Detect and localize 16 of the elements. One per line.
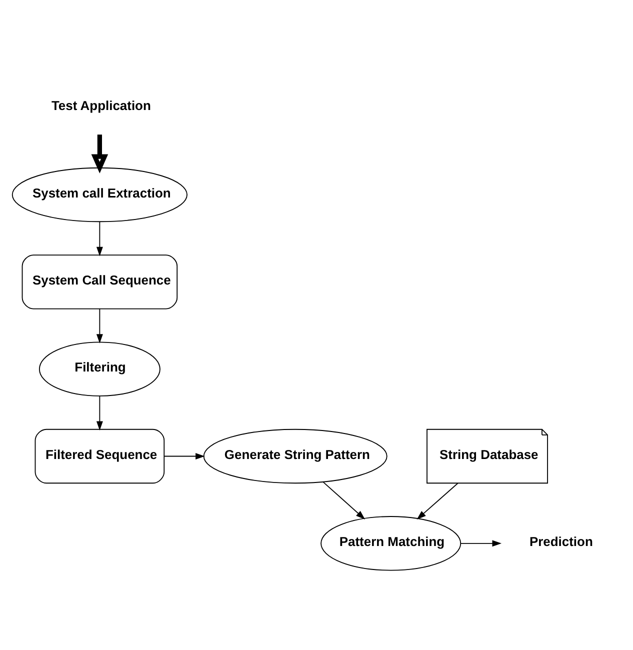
node-ellipse: System call Extraction <box>12 166 188 222</box>
node-box: Filtered Sequence <box>34 428 165 484</box>
node-text: Prediction <box>529 533 593 548</box>
arrow <box>91 134 108 173</box>
node-box: System Call Sequence <box>22 254 178 309</box>
arrow <box>164 452 205 459</box>
arrow <box>96 395 103 430</box>
arrow <box>460 540 502 546</box>
node-text: Test Application <box>51 98 151 113</box>
arrow <box>322 481 366 519</box>
arrow <box>96 220 103 256</box>
node-ellipse: Generate String Pattern <box>203 428 388 484</box>
node-ellipse: Filtering <box>38 341 160 396</box>
arrow <box>416 482 458 520</box>
arrow <box>96 308 103 343</box>
node-ellipse: Pattern Matching <box>320 516 462 570</box>
